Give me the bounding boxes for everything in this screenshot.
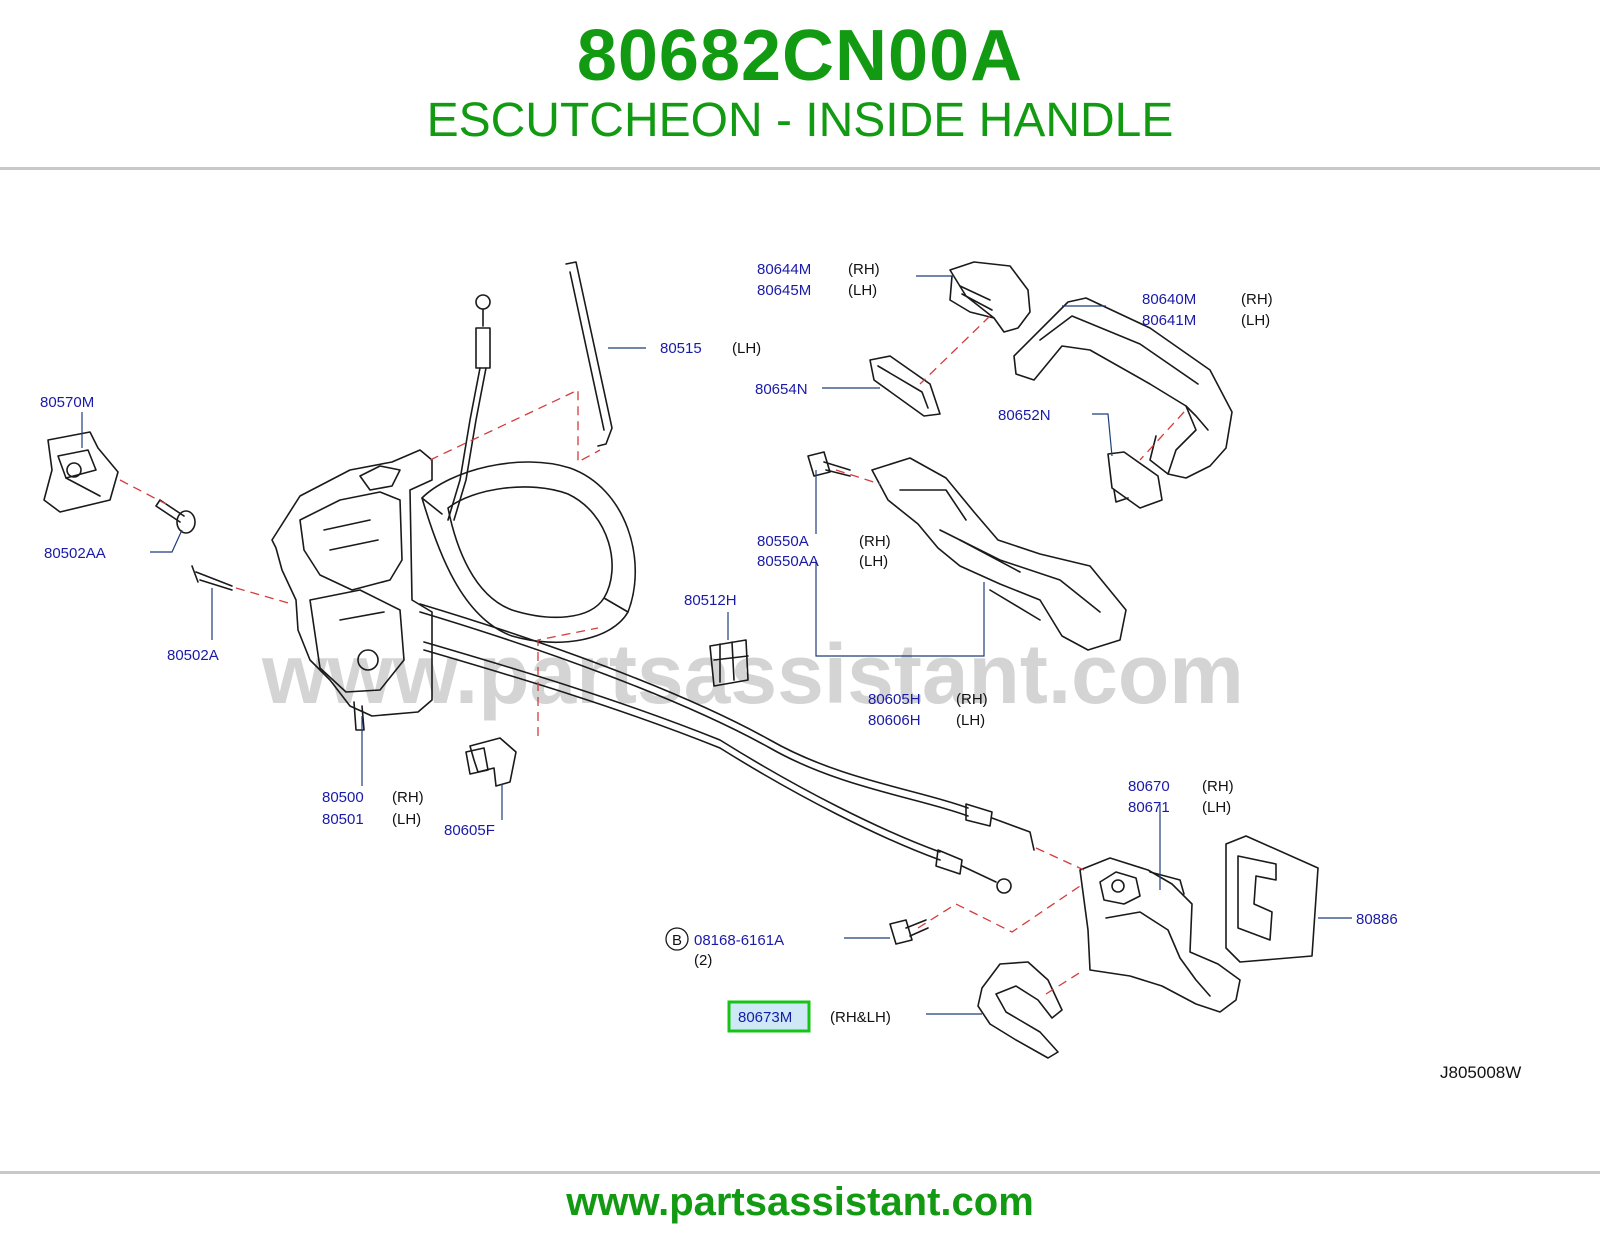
callout-side: (LH) (392, 811, 421, 828)
lock-rod-part (565, 261, 613, 447)
callout-side: (LH) (1202, 799, 1231, 816)
callout-number: 80570M (40, 394, 94, 411)
callout-80605f: 80605F (444, 822, 495, 839)
callout-number: 80640M (1142, 291, 1196, 308)
callout-number: 80645M (757, 282, 811, 299)
handle-pad-80886-part (1225, 835, 1319, 963)
footer-divider (0, 1171, 1600, 1174)
callout-80652n: 80652N (998, 407, 1051, 424)
screw-80502aa-part (155, 499, 196, 534)
callout-side: (LH) (848, 282, 877, 299)
callout-number: 80654N (755, 381, 808, 398)
callout-80500: 80500 80501 (RH) (LH) (322, 789, 424, 828)
callout-number: 80515 (660, 340, 702, 357)
callout-side: (RH) (848, 261, 880, 278)
callout-80515: 80515 (LH) (660, 340, 761, 357)
callout-side: (RH) (859, 533, 891, 550)
callout-80886: 80886 (1356, 911, 1398, 928)
callout-number: 80673M (738, 1009, 792, 1026)
callout-side: (LH) (859, 553, 888, 570)
callout-number: 80500 (322, 789, 364, 806)
callout-number: 80671 (1128, 799, 1170, 816)
handle-gasket-rear-part (1107, 451, 1163, 509)
callout-80640m: 80640M 80641M (RH) (LH) (1142, 291, 1273, 329)
part-name-subtitle: ESCUTCHEON - INSIDE HANDLE (426, 94, 1174, 147)
callout-number: 80652N (998, 407, 1051, 424)
callout-80502aa: 80502AA (44, 545, 106, 562)
badge-circle (665, 927, 689, 951)
callout-side: (RH) (392, 789, 424, 806)
callout-badge: B (672, 932, 682, 949)
assembly-dashed-lines (119, 315, 1185, 995)
callout-number: 80501 (322, 811, 364, 828)
bolt-80550a-part (807, 451, 851, 477)
callout-side: (RH&LH) (830, 1009, 891, 1026)
callout-number: 80550A (757, 533, 809, 550)
callout-80673m-highlighted: 80673M (RH&LH) (727, 1000, 891, 1033)
callout-80654n: 80654N (755, 381, 808, 398)
handle-gasket-front-part (869, 355, 941, 417)
inside-handle-cables-part (419, 603, 1035, 894)
bolt-08168-part (889, 919, 929, 945)
callout-80570m: 80570M (40, 394, 94, 411)
callout-80670: 80670 80671 (RH) (LH) (1128, 778, 1234, 816)
callout-side: (RH) (1202, 778, 1234, 795)
callout-side: (RH) (956, 691, 988, 708)
callout-80512h: 80512H (684, 592, 737, 609)
callout-number: 80512H (684, 592, 737, 609)
callout-number: 80606H (868, 712, 921, 729)
part-number-title: 80682CN00A (576, 16, 1024, 96)
callout-number: 80605H (868, 691, 921, 708)
callout-number: 80605F (444, 822, 495, 839)
callout-quantity: (2) (694, 952, 712, 969)
callout-number: 80644M (757, 261, 811, 278)
callout-number: 80886 (1356, 911, 1398, 928)
release-cable-part (447, 294, 491, 521)
callout-number: 80641M (1142, 312, 1196, 329)
callout-80550a: 80550A 80550AA (RH) (LH) (757, 533, 891, 570)
callout-80644m: 80644M 80645M (RH) (LH) (757, 261, 880, 299)
footer-website-link[interactable]: www.partsassistant.com (566, 1180, 1034, 1224)
screw-80502a-part (191, 565, 233, 591)
door-lock-actuator-part (271, 449, 433, 731)
door-seal-ring-part (421, 461, 636, 644)
escutcheon-inside-handle-part (977, 961, 1063, 1059)
callout-side: (LH) (1241, 312, 1270, 329)
outside-handle-cap-part (949, 261, 1031, 333)
callout-side: (RH) (1241, 291, 1273, 308)
callout-side: (LH) (956, 712, 985, 729)
cable-clip-80605f-part (465, 737, 517, 787)
watermark-text: www.partsassistant.com (261, 627, 1244, 721)
page-header: 80682CN00A ESCUTCHEON - INSIDE HANDLE (0, 0, 1600, 168)
callout-number: 80550AA (757, 553, 819, 570)
callout-number: 80502A (167, 647, 219, 664)
callout-08168-6161a: B 08168-6161A (2) (665, 927, 784, 969)
callout-number: 80502AA (44, 545, 106, 562)
outside-door-handle-part (1013, 297, 1233, 479)
callout-80502a: 80502A (167, 647, 219, 664)
callout-side: (LH) (732, 340, 761, 357)
striker-bracket-part (43, 431, 119, 513)
header-divider (0, 167, 1600, 170)
callout-number: 08168-6161A (694, 932, 784, 949)
highlight-box (727, 1000, 811, 1033)
outside-handle-bracket-part (871, 457, 1127, 651)
leader-lines (81, 275, 1352, 1015)
callout-number: 80670 (1128, 778, 1170, 795)
diagram-code: J805008W (1440, 1063, 1521, 1082)
cable-clip-80512h-part (709, 639, 749, 687)
callout-80605h: 80605H 80606H (RH) (LH) (868, 691, 988, 729)
